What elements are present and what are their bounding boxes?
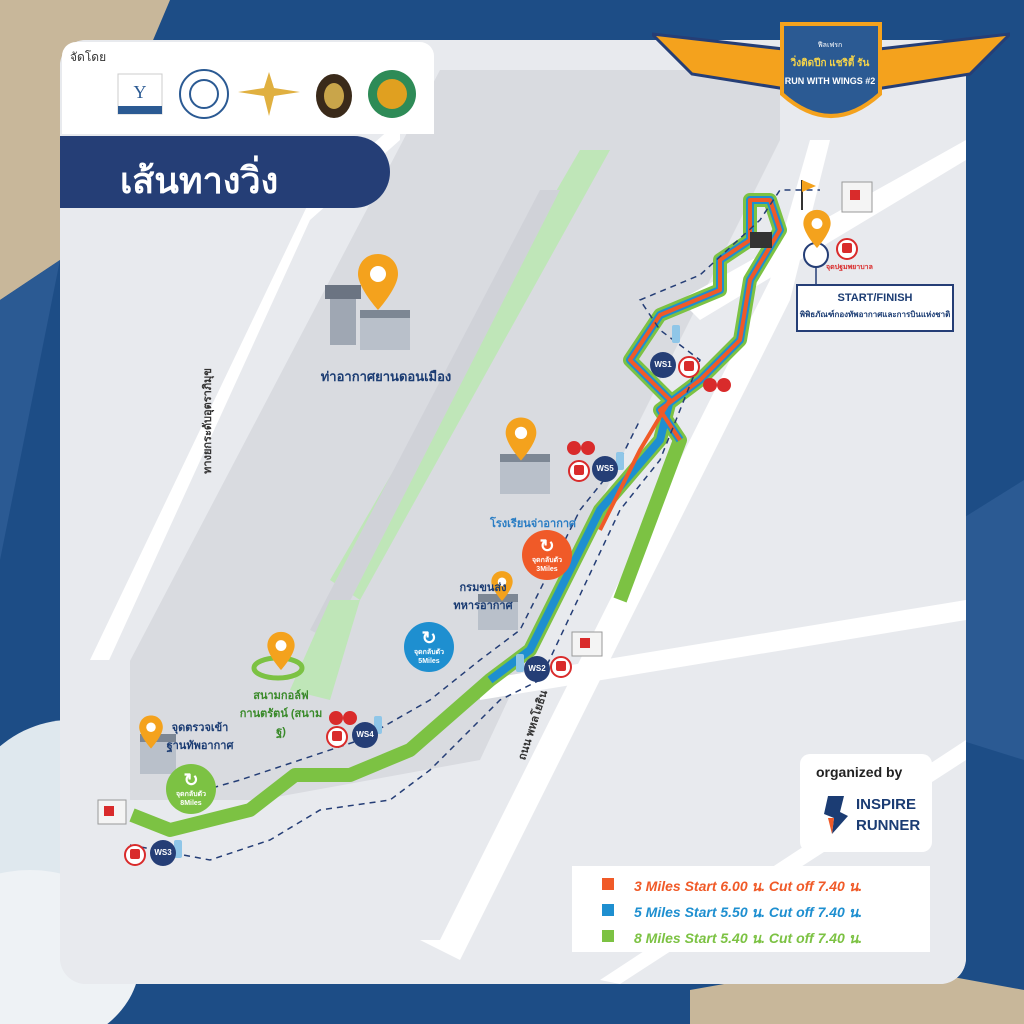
school-building-icon: [500, 454, 550, 494]
legend-5miles: 5 Miles Start 5.50 น. Cut off 7.40 น.: [634, 904, 863, 920]
golf-label: สนามกอล์ฟ กานตรัตน์ (สนามฐ): [239, 690, 323, 738]
first-aid-icon: [326, 726, 348, 748]
legend-8miles: 8 Miles Start 5.40 น. Cut off 7.40 น.: [634, 930, 863, 946]
transport-label: กรมขนส่ง ทหารอากาศ: [453, 582, 513, 612]
badge-title-en: RUN WITH WINGS #2: [784, 76, 876, 86]
medical-label: จุดปฐมพยาบาล: [826, 264, 873, 271]
transport-building-icon: [478, 594, 518, 630]
organizer-logo: Y: [117, 73, 163, 115]
location-pin-icon: [358, 254, 398, 310]
legend-3miles: 3 Miles Start 6.00 น. Cut off 7.40 น.: [634, 878, 863, 894]
organizer-logo: [238, 72, 300, 116]
ambulance-icon: [571, 631, 603, 657]
checkpoint-label: จุดตรวจเข้า ฐานทัพอากาศ: [166, 722, 234, 752]
location-pin-icon: [803, 209, 831, 249]
flag-icon: [750, 180, 816, 248]
legend-swatch-8miles: [602, 930, 614, 942]
motorbike-icon: [567, 441, 595, 455]
legend-swatch-5miles: [602, 904, 614, 916]
brand-line1: INSPIRE: [856, 796, 917, 813]
u-turn-icon: ↻: [539, 536, 555, 556]
first-aid-icon: [678, 356, 700, 378]
first-aid-icon: [836, 238, 858, 260]
organizers-label: จัดโดย: [70, 50, 107, 64]
u-turn-8miles: ↻ จุดกลับตัว 8Miles: [166, 764, 216, 814]
organizer-logo: [179, 69, 229, 119]
event-badge: [652, 22, 1010, 118]
water-station-ws1: WS1: [650, 352, 676, 378]
motorbike-icon: [329, 711, 357, 725]
start-finish-title: START/FINISH: [837, 292, 913, 304]
tollway-label: ทางยกระดับอุตราภิมุข: [201, 368, 214, 474]
u-turn-icon: ↻: [183, 770, 199, 790]
u-turn-3miles: ↻ จุดกลับตัว 3Miles: [522, 530, 572, 580]
first-aid-icon: [124, 844, 146, 866]
water-station-ws3: WS3: [150, 840, 176, 866]
school-label: โรงเรียนจ่าอากาศ: [489, 518, 577, 530]
title-banner: [60, 136, 390, 208]
badge-small: ฟีลเฟรก: [817, 42, 843, 49]
location-pin-icon: [267, 631, 295, 671]
first-aid-icon: [568, 460, 590, 482]
organized-by-label: organized by: [816, 764, 903, 780]
start-finish-box: START/FINISH พิพิธภัณฑ์กองทัพอากาศและการ…: [796, 284, 954, 332]
airport-building-icon: [325, 285, 410, 350]
organizer-logo: [368, 70, 416, 118]
airport-label: ท่าอากาศยานดอนเมือง: [320, 369, 452, 384]
location-pin-icon: [139, 715, 163, 749]
runner-logo-icon: [824, 796, 848, 834]
legend-swatch-3miles: [602, 878, 614, 890]
water-station-ws5: WS5: [592, 456, 618, 482]
svg-text:Y: Y: [134, 82, 147, 102]
water-station-ws4: WS4: [352, 722, 378, 748]
u-turn-5miles: ↻ จุดกลับตัว 5Miles: [404, 622, 454, 672]
page-title: เส้นทางวิ่ง: [120, 160, 279, 201]
brand-line2: RUNNER: [856, 817, 921, 834]
start-finish-subtitle: พิพิธภัณฑ์กองทัพอากาศและการบินแห่งชาติ: [799, 310, 951, 319]
location-pin-icon: [505, 417, 537, 461]
ambulance-icon: [841, 181, 873, 213]
location-pin-icon: [491, 571, 513, 601]
badge-title-thai: วิ่งติดปีก แชริตี้ รัน: [790, 58, 870, 69]
first-aid-icon: [550, 656, 572, 678]
motorbike-icon: [703, 378, 731, 392]
legend: [572, 866, 930, 952]
organizer-logo: [316, 74, 352, 118]
u-turn-icon: ↻: [421, 628, 437, 648]
water-station-ws2: WS2: [524, 656, 550, 682]
organized-by-panel: [800, 754, 932, 852]
ambulance-icon: [97, 799, 127, 825]
